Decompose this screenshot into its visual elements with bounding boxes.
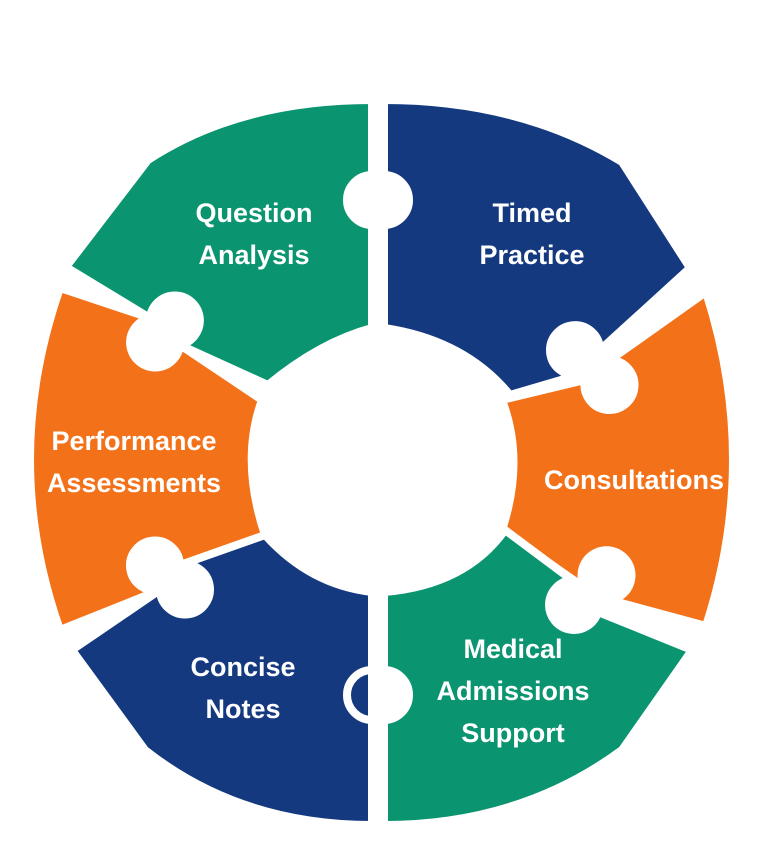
label-line: Practice [479,240,584,270]
label-line: Analysis [198,240,309,270]
label-line: Medical [463,634,562,664]
segment-question-analysis [62,96,376,389]
label-line: Support [461,718,564,748]
label-timed-practice: Timed Practice [479,198,584,270]
center-hole [264,340,504,580]
segment-performance-assessments [26,284,269,634]
label-question-analysis: Question Analysis [195,198,312,270]
label-consultations: Consultations [544,465,724,495]
segment-consultations [498,288,737,630]
label-line: Timed [492,198,571,228]
label-line: Consultations [544,465,724,495]
label-concise-notes: Concise Notes [190,652,295,724]
label-line: Assessments [47,468,221,498]
label-line: Admissions [436,676,589,706]
segment-medical-admissions-support [380,526,696,829]
label-line: Notes [205,694,280,724]
segment-timed-practice [380,96,694,399]
label-line: Question [195,198,312,228]
label-medical-admissions-support: Medical Admissions Support [436,634,589,748]
label-performance-assessments: Performance Assessments [47,426,221,498]
label-line: Concise [190,652,295,682]
segment-concise-notes [68,531,376,829]
label-line: Performance [51,426,216,456]
